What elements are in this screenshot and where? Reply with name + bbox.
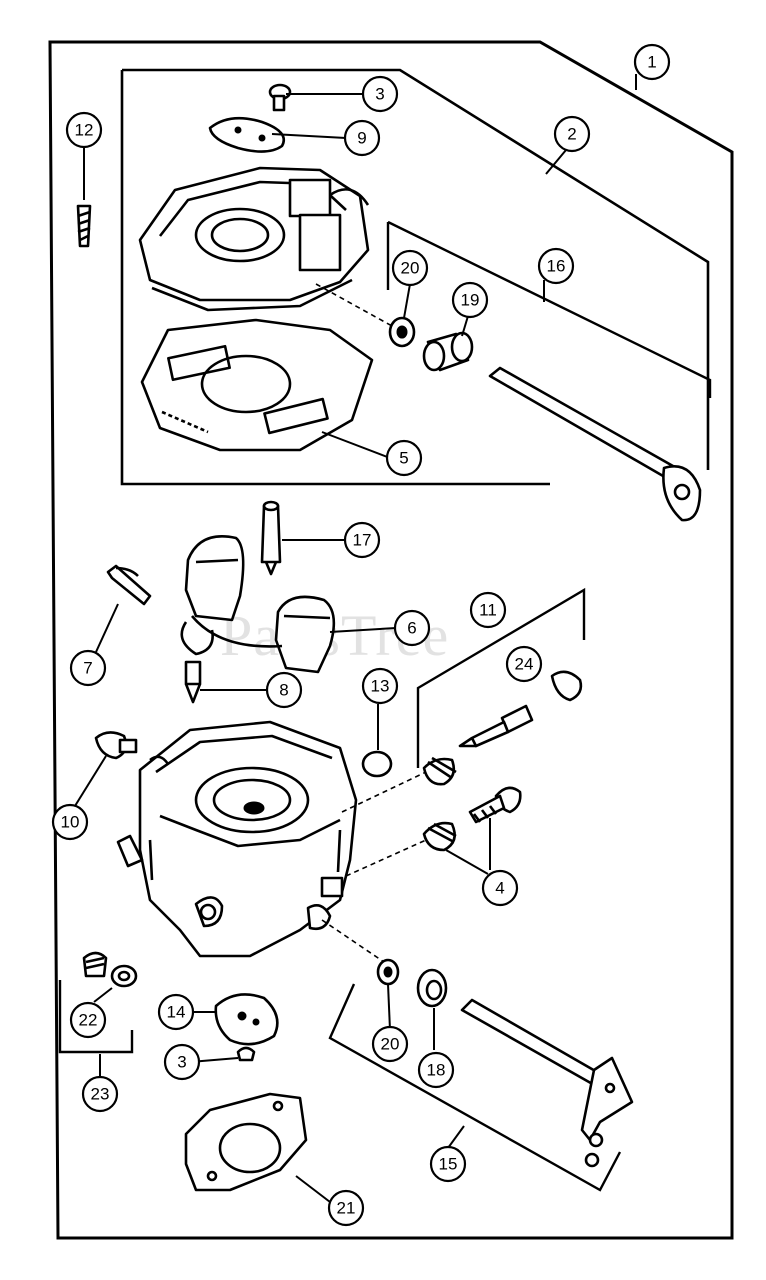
callout-8: 8 [265, 671, 303, 709]
callout-1: 1 [633, 43, 671, 81]
callout-7: 7 [69, 649, 107, 687]
callout-19: 19 [451, 281, 489, 319]
svg-text:20: 20 [401, 259, 420, 278]
callout-14: 14 [157, 993, 195, 1031]
callout-9: 9 [343, 119, 381, 157]
svg-text:24: 24 [515, 655, 534, 674]
svg-text:12: 12 [75, 121, 94, 140]
choke-shaft-16-icon [488, 366, 702, 522]
callout-16: 16 [537, 247, 575, 285]
air-horn-body-icon [138, 166, 370, 312]
svg-text:13: 13 [371, 677, 390, 696]
svg-text:15: 15 [439, 1155, 458, 1174]
svg-text:10: 10 [61, 813, 80, 832]
svg-text:14: 14 [167, 1003, 186, 1022]
callout-12: 12 [65, 111, 103, 149]
svg-text:20: 20 [381, 1035, 400, 1054]
carburetor-body-icon [116, 720, 358, 958]
callout-4: 4 [481, 869, 519, 907]
assembly-outline [48, 40, 734, 1240]
svg-text:19: 19 [461, 291, 480, 310]
callout-21: 21 [327, 1189, 365, 1227]
callout-20-bottom: 20 [371, 1025, 409, 1063]
screw-12-icon [76, 152, 92, 248]
svg-text:1: 1 [647, 53, 656, 72]
svg-text:4: 4 [495, 879, 504, 898]
cap-24-icon [550, 670, 583, 702]
svg-text:7: 7 [83, 659, 92, 678]
callout-11: 11 [469, 591, 507, 629]
callout-17: 17 [343, 521, 381, 559]
needle-8-icon [184, 660, 202, 704]
leader-lines [69, 74, 637, 1203]
callout-20-top: 20 [391, 249, 429, 287]
svg-text:16: 16 [547, 257, 566, 276]
callout-13: 13 [361, 667, 399, 705]
svg-text:8: 8 [279, 681, 288, 700]
pin-17-icon [260, 500, 282, 576]
fitting-10-icon [94, 731, 138, 760]
float-6-icon [180, 535, 336, 674]
svg-text:3: 3 [375, 85, 384, 104]
callout-24: 24 [505, 645, 543, 683]
svg-text:11: 11 [479, 601, 497, 620]
washer-20-upper-icon [388, 316, 416, 348]
clip-7-icon [106, 564, 152, 606]
plug-13-icon [361, 750, 393, 778]
svg-text:21: 21 [337, 1199, 356, 1218]
callout-22: 22 [69, 1001, 107, 1039]
callout-3-top: 3 [361, 75, 399, 113]
callout-10: 10 [51, 803, 89, 841]
washer-20-lower-icon [376, 958, 400, 986]
plate-14-icon [214, 993, 279, 1046]
screw-3-top-icon [268, 83, 292, 112]
gasket-5-icon [140, 318, 374, 452]
seal-18-icon [416, 968, 448, 1008]
screw-22-icon [82, 951, 138, 988]
callout-5: 5 [385, 439, 423, 477]
svg-text:18: 18 [427, 1061, 446, 1080]
gasket-21-icon [184, 1092, 308, 1192]
svg-text:3: 3 [177, 1053, 186, 1072]
svg-text:22: 22 [79, 1011, 98, 1030]
svg-text:5: 5 [399, 449, 408, 468]
callout-15: 15 [429, 1145, 467, 1183]
svg-text:9: 9 [357, 129, 366, 148]
throttle-shaft-15-icon [460, 998, 634, 1168]
needle-group-bracket [416, 587, 586, 768]
bushing-19-icon [422, 331, 474, 372]
subassembly-outline [120, 68, 710, 486]
idle-screw-4-icon [422, 786, 522, 870]
group-23-bracket [58, 980, 134, 1054]
idle-needle-11-icon [422, 704, 534, 786]
callout-6: 6 [393, 609, 431, 647]
svg-text:2: 2 [567, 125, 576, 144]
callout-18: 18 [417, 1051, 455, 1089]
svg-text:6: 6 [407, 619, 416, 638]
svg-text:23: 23 [91, 1085, 110, 1104]
svg-text:17: 17 [353, 531, 372, 550]
leader-dash-upper [315, 283, 393, 327]
screw-3-bottom-icon [236, 1046, 256, 1062]
throttle-group-bracket [328, 983, 622, 1192]
callout-3-bottom: 3 [163, 1043, 201, 1081]
upper-shaft-bracket [386, 220, 712, 398]
callout-2: 2 [553, 115, 591, 153]
leader-dash-middle [321, 771, 427, 963]
callout-23: 23 [81, 1075, 119, 1113]
gasket-9-icon [208, 116, 286, 153]
